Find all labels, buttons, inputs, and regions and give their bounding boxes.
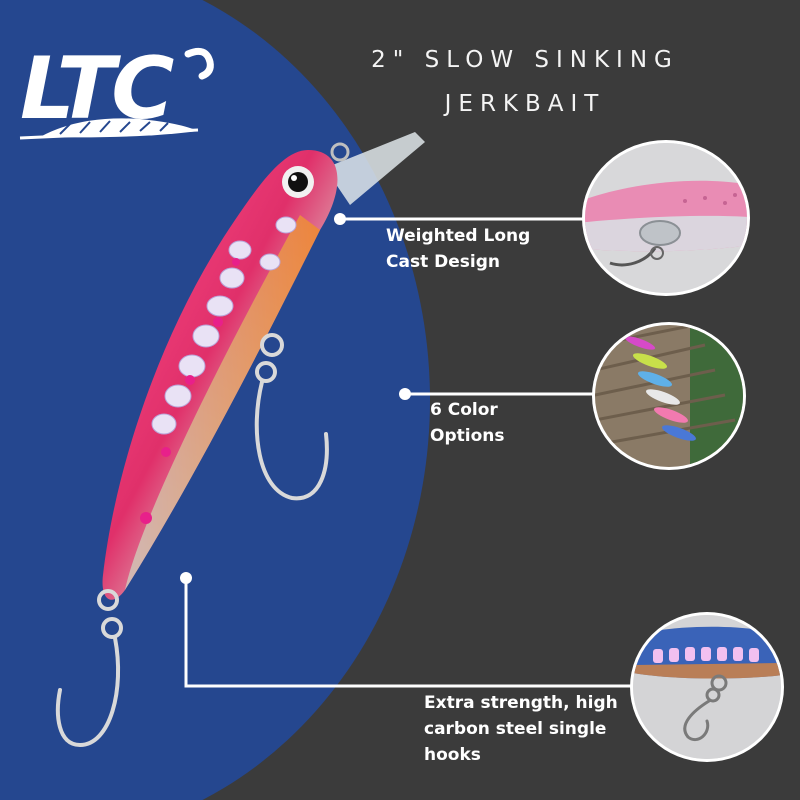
ltc-logo: LTC bbox=[19, 39, 214, 140]
thumb-color-options bbox=[592, 322, 746, 470]
callout-dot-3 bbox=[180, 572, 192, 584]
title-line-2: JERKBAIT bbox=[444, 91, 606, 117]
feather-icon bbox=[19, 118, 199, 140]
callout-line-3 bbox=[184, 578, 632, 688]
line-tie-ring bbox=[330, 142, 350, 162]
belly-hook bbox=[254, 333, 329, 501]
lure-belly bbox=[125, 215, 320, 590]
callout-dot-1 bbox=[334, 213, 346, 225]
lure-holographic-scales bbox=[151, 216, 297, 435]
thumb-single-hooks bbox=[630, 612, 784, 762]
thumb-weighted-design bbox=[582, 140, 750, 296]
product-title: 2" SLOW SINKING JERKBAIT bbox=[330, 38, 720, 126]
callout-dot-2 bbox=[399, 388, 411, 400]
tail-hook bbox=[55, 589, 123, 748]
title-line-1: 2" SLOW SINKING bbox=[371, 47, 679, 73]
feature-label-hooks: Extra strength, high carbon steel single… bbox=[424, 693, 618, 765]
lure-lip bbox=[325, 132, 425, 205]
feature-label-colors: 6 Color Options bbox=[430, 400, 505, 446]
lure-pink-spots bbox=[140, 258, 240, 524]
feature-label-weighted: Weighted Long Cast Design bbox=[386, 226, 531, 272]
logo-hook-icon bbox=[184, 47, 214, 80]
